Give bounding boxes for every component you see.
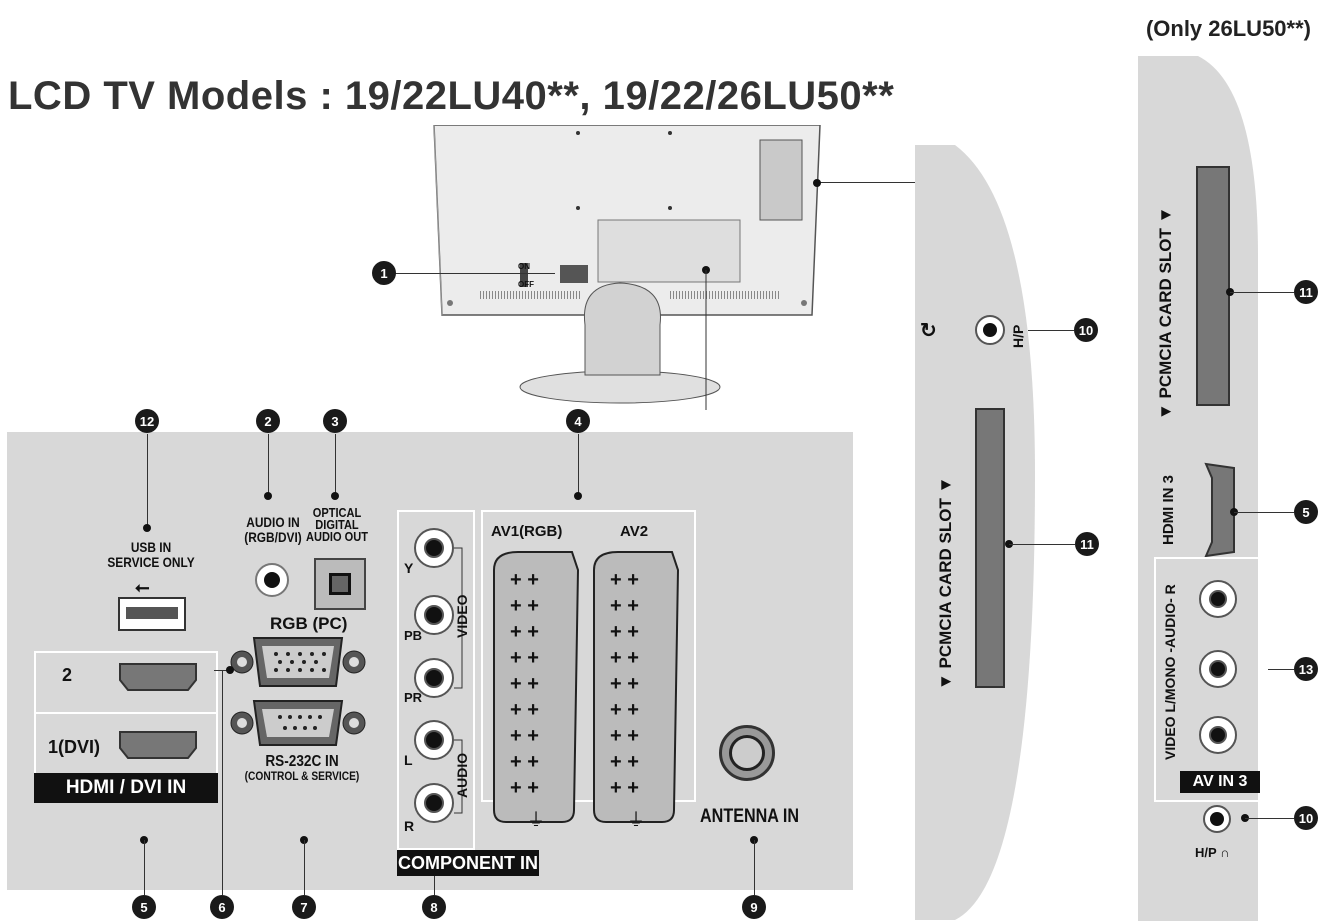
hp-jack bbox=[975, 315, 1005, 345]
right-pcmcia-slot bbox=[1196, 166, 1230, 406]
scart-ground-icon-1: ⏚ bbox=[527, 810, 545, 830]
antenna-port bbox=[719, 725, 775, 781]
headphone-icon: ∩ bbox=[1220, 845, 1230, 860]
side-pcmcia-label: ▼ PCMCIA CARD SLOT ▼ bbox=[936, 476, 955, 690]
av-in3-bar: AV IN 3 bbox=[1180, 771, 1260, 793]
callout-9: 9 bbox=[742, 895, 766, 919]
svg-text:+ +: + + bbox=[610, 777, 639, 799]
rgb-pc-label: RGB (PC) bbox=[270, 614, 348, 633]
svg-text:+ +: + + bbox=[510, 699, 539, 721]
callout-5-bottom: 5 bbox=[132, 895, 156, 919]
comp-audio-label: AUDIO bbox=[454, 752, 470, 798]
svg-text:+ +: + + bbox=[510, 647, 539, 669]
svg-text:+ +: + + bbox=[610, 621, 639, 643]
hdmi-1-label: 1(DVI) bbox=[48, 737, 101, 757]
svg-text:+ +: + + bbox=[610, 569, 639, 591]
comp-pr-label: PR bbox=[404, 690, 423, 705]
svg-text:+ +: + + bbox=[510, 621, 539, 643]
model-note: (Only 26LU50**) bbox=[1145, 16, 1311, 41]
av1-label: AV1(RGB) bbox=[491, 523, 563, 540]
scart-block bbox=[481, 510, 696, 802]
hdmi-in3-label: HDMI IN 3 bbox=[1160, 474, 1177, 545]
usb-label: USB IN SERVICE ONLY bbox=[107, 539, 195, 570]
svg-text:+ +: + + bbox=[610, 647, 639, 669]
svg-text:+ +: + + bbox=[610, 673, 639, 695]
svg-text:+ +: + + bbox=[610, 725, 639, 747]
switch-on-label: ON bbox=[518, 262, 530, 271]
headphone-icon: ↻ bbox=[920, 320, 937, 342]
comp-pb-label: PB bbox=[404, 628, 423, 643]
svg-text:+ +: + + bbox=[510, 673, 539, 695]
callout-10-right: 10 bbox=[1294, 806, 1318, 830]
av-in3-block bbox=[1154, 557, 1268, 802]
rs232c-port bbox=[230, 700, 366, 746]
right-pcmcia-label: ▼ PCMCIA CARD SLOT ▼ bbox=[1156, 206, 1175, 420]
callout-11-right: 11 bbox=[1294, 280, 1318, 304]
hdmi-1-port bbox=[119, 731, 197, 759]
right-hp-label: H/P ∩ bbox=[1195, 845, 1230, 860]
audio-in-label: AUDIO IN (RGB/DVI) bbox=[244, 514, 302, 545]
callout-11-side: 11 bbox=[1075, 532, 1099, 556]
component-jacks bbox=[414, 528, 463, 823]
hdmi-dvi-in-bar: HDMI / DVI IN bbox=[34, 773, 218, 803]
audio-in-jack bbox=[255, 563, 289, 597]
callout-1: 1 bbox=[372, 261, 396, 285]
comp-r-label: R bbox=[404, 818, 415, 834]
usb-port bbox=[118, 597, 186, 631]
callout-4: 4 bbox=[566, 409, 590, 433]
antenna-in-label: ANTENNA IN bbox=[700, 806, 799, 827]
av-in3-jacks bbox=[1199, 580, 1237, 754]
svg-text:+ +: + + bbox=[610, 595, 639, 617]
optical-label: OPTICAL DIGITAL AUDIO OUT bbox=[305, 505, 368, 544]
page-title: LCD TV Models : 19/22LU40**, 19/22/26LU5… bbox=[8, 74, 895, 118]
component-in-bar: COMPONENT IN bbox=[397, 850, 539, 876]
svg-text:+ +: + + bbox=[610, 699, 639, 721]
scart-ground-icon-2: ⏚ bbox=[627, 810, 645, 830]
callout-2: 2 bbox=[256, 409, 280, 433]
side-hp-label: H/P bbox=[1010, 324, 1026, 348]
callout-10-side: 10 bbox=[1074, 318, 1098, 342]
hdmi-2-label: 2 bbox=[62, 665, 73, 685]
svg-text:+ +: + + bbox=[510, 751, 539, 773]
callout-3: 3 bbox=[323, 409, 347, 433]
svg-text:+ +: + + bbox=[510, 569, 539, 591]
svg-text:+ +: + + bbox=[610, 751, 639, 773]
svg-text:+ +: + + bbox=[510, 595, 539, 617]
hdmi-in3-port bbox=[1204, 462, 1235, 558]
side-pcmcia-slot bbox=[975, 408, 1005, 688]
optical-port bbox=[314, 558, 366, 610]
hdmi-2-port bbox=[119, 663, 197, 691]
rs232c-label: RS-232C IN (CONTROL & SERVICE) bbox=[244, 753, 360, 784]
svg-text:+ +: + + bbox=[510, 725, 539, 747]
usb-icon: ⭠ bbox=[135, 577, 150, 597]
svg-text:+ +: + + bbox=[510, 777, 539, 799]
comp-video-label: VIDEO bbox=[454, 594, 470, 638]
callout-5-right: 5 bbox=[1294, 500, 1318, 524]
callout-12: 12 bbox=[135, 409, 159, 433]
tv-back-illustration bbox=[433, 125, 821, 410]
callout-6: 6 bbox=[210, 895, 234, 919]
component-block bbox=[397, 510, 475, 850]
switch-off-label: OFF bbox=[518, 280, 534, 289]
scart-ports: + + + + + + + + + + + + + + + + + + + + + + + + + +… bbox=[493, 551, 680, 823]
rgb-pc-port bbox=[230, 637, 366, 687]
av-in3-jack-labels: VIDEO L/MONO -AUDIO- R bbox=[1162, 584, 1178, 760]
av2-label: AV2 bbox=[620, 523, 649, 540]
comp-y-label: Y bbox=[404, 560, 414, 576]
comp-l-label: L bbox=[404, 752, 413, 768]
callout-7: 7 bbox=[292, 895, 316, 919]
callout-8: 8 bbox=[422, 895, 446, 919]
callout-13: 13 bbox=[1294, 657, 1318, 681]
right-hp-jack bbox=[1203, 805, 1231, 833]
